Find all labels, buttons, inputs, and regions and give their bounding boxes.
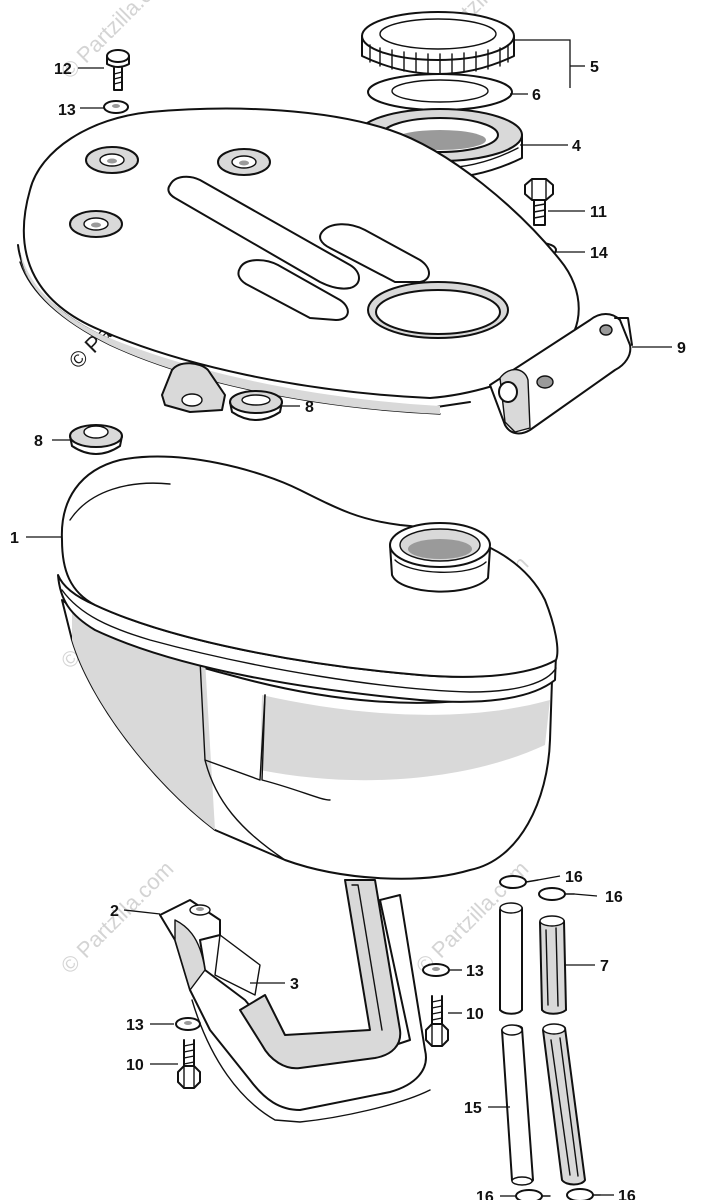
part-bolt-10-right: [425, 995, 449, 1047]
part-clip-16-c: [515, 1189, 551, 1200]
leader-lines: [26, 39, 672, 1197]
callout-16: 16: [565, 869, 583, 886]
callout-16: 16: [605, 889, 623, 906]
callout-4: 4: [572, 138, 581, 155]
part-filler-cap: [361, 11, 515, 75]
watermark-faded: © Partzilla.com: [56, 0, 179, 84]
callout-14: 14: [590, 245, 608, 262]
callout-13: 13: [126, 1017, 144, 1034]
callout-11: 11: [590, 204, 607, 221]
part-strap-cushion: [239, 879, 402, 1070]
part-cap-gasket: [367, 73, 513, 111]
callout-13: 13: [58, 102, 76, 119]
callout-12: 12: [54, 61, 72, 78]
callout-1: 1: [10, 530, 19, 547]
part-grommet-8-left: [69, 424, 123, 455]
callout-10: 10: [466, 1006, 484, 1023]
callout-16: 16: [476, 1189, 494, 1200]
callout-8: 8: [34, 433, 43, 450]
part-grommet-8-right: [229, 390, 283, 421]
part-tank-cover-plate: [17, 107, 633, 435]
callout-2: 2: [110, 903, 119, 920]
part-clip-16-d: [566, 1188, 601, 1200]
part-bolt-11: [524, 178, 554, 226]
callout-7: 7: [600, 958, 609, 975]
part-washer-13-left: [175, 1017, 201, 1031]
part-clip-16-b: [538, 887, 575, 901]
part-hose-7: [539, 915, 586, 1186]
callout-3: 3: [290, 976, 299, 993]
part-screw-12: [106, 49, 130, 91]
callout-13: 13: [466, 963, 484, 980]
callout-9: 9: [677, 340, 686, 357]
callout-5: 5: [590, 59, 599, 76]
part-oil-tank-body: [57, 455, 559, 880]
callout-labels: 12 13 5 6 4 11 14 9 8 8 1 16 16 2 7 3 13…: [10, 59, 686, 1200]
callout-16: 16: [618, 1188, 636, 1200]
callout-15: 15: [464, 1100, 482, 1117]
callout-10: 10: [126, 1057, 144, 1074]
part-clip-16-a: [499, 875, 539, 889]
part-washer-13-top: [103, 100, 129, 114]
callout-8: 8: [305, 399, 314, 416]
part-bolt-10-left: [177, 1039, 201, 1089]
callout-6: 6: [532, 87, 541, 104]
part-hose-15: [499, 902, 534, 1186]
part-washer-13-right: [422, 963, 450, 977]
